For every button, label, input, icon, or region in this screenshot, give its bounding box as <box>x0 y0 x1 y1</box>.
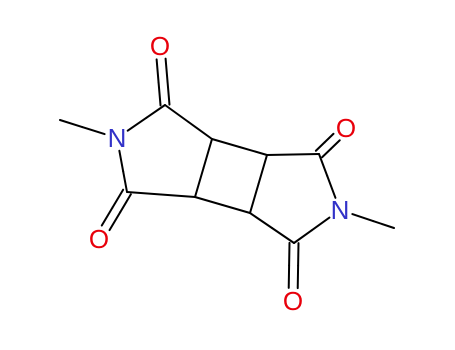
bond-line-half-a <box>310 216 331 232</box>
bond-C6-C3 <box>194 196 251 214</box>
bond-C1-N1 <box>126 104 166 132</box>
bond-C5-C7 <box>266 153 320 156</box>
bond-line-half-b <box>194 196 224 206</box>
bond-line-half-a <box>155 58 160 84</box>
bond-line-half-a <box>351 213 375 223</box>
atom-label-n2: N <box>331 195 350 225</box>
bond-line-half-b <box>187 121 213 140</box>
bond-line-half-b <box>160 193 196 198</box>
bond-N2-C8 <box>293 216 331 244</box>
bond-line-half-b <box>166 80 171 106</box>
bond-line-half-b <box>372 220 395 229</box>
atom-label-o2: O <box>89 224 109 254</box>
bond-line-half-b <box>329 139 341 150</box>
bond-line-half-b <box>249 183 260 214</box>
bond-line-half-a <box>118 149 125 173</box>
bond-line-half-a <box>266 153 294 156</box>
bond-line-half-b <box>292 153 320 156</box>
bond-line-half-b <box>326 174 337 199</box>
bond-line-half-a <box>211 138 241 148</box>
bond-C8-C6 <box>249 212 295 244</box>
bond-line-half-b <box>238 146 268 156</box>
bond-C2-C3 <box>126 191 196 198</box>
bond-line-half-b <box>323 132 335 144</box>
atom-label-o4: O <box>283 286 303 316</box>
bonds-layer <box>59 57 395 290</box>
atom-labels-layer: O N O O N O <box>89 31 356 316</box>
bond-line-half-a <box>164 57 169 83</box>
bond-N1-C2 <box>118 149 128 193</box>
bond-line-half-a <box>119 193 132 214</box>
bond-C7-O3 <box>314 132 341 159</box>
atom-label-o3: O <box>336 113 356 143</box>
bond-line-half-a <box>145 104 166 119</box>
bond-C1-C4 <box>164 104 213 140</box>
bond-N1-Me1 <box>59 119 106 136</box>
bond-line-half-a <box>164 104 190 123</box>
bond-line-half-a <box>318 153 329 177</box>
atom-label-o1: O <box>150 31 170 61</box>
bond-line-half-b <box>126 116 148 132</box>
bond-line-half-b <box>293 229 313 244</box>
bond-line-half-a <box>321 147 332 159</box>
bond-line-half-b <box>100 206 114 227</box>
bond-N2-Me2 <box>351 213 395 229</box>
bond-line-half-b <box>59 119 84 129</box>
atom-label-n1: N <box>108 123 127 153</box>
bond-line-half-b <box>122 170 128 193</box>
bond-C4-C5 <box>211 138 268 156</box>
bond-line-half-a <box>221 204 251 214</box>
bond-line-half-a <box>194 167 205 198</box>
bond-O1-C1 <box>155 57 171 107</box>
bond-line-half-a <box>126 191 162 196</box>
bond-line-half-b <box>157 81 162 107</box>
bond-line-half-a <box>271 227 295 244</box>
bond-line-half-a <box>257 154 268 185</box>
bond-line-half-a <box>81 126 106 136</box>
bond-C7-N2 <box>318 153 337 199</box>
bond-line-half-b <box>202 138 213 169</box>
bond-C5-C6 <box>249 154 268 214</box>
bond-C2-O2 <box>100 188 132 232</box>
bond-line-half-a <box>314 141 326 152</box>
bond-line-half-b <box>249 212 273 229</box>
bond-C8-O4 <box>287 241 300 290</box>
bond-line-half-b <box>108 211 122 232</box>
bond-C3-C4 <box>194 138 213 198</box>
bond-line-half-a <box>111 188 125 209</box>
